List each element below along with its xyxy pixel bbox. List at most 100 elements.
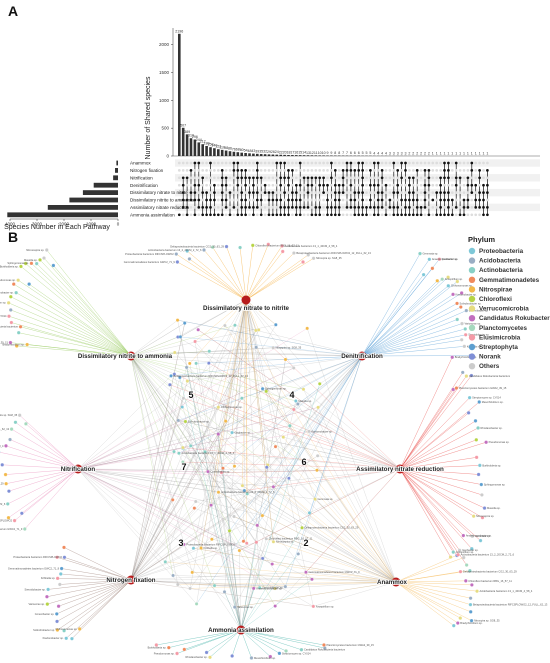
matrix-dot bbox=[252, 169, 255, 172]
matrix-dot bbox=[294, 213, 298, 217]
pathway-hub-node bbox=[126, 351, 136, 361]
matrix-dot bbox=[458, 191, 462, 194]
matrix-dot bbox=[232, 213, 236, 217]
intersection-bar bbox=[217, 149, 220, 156]
species-node bbox=[460, 321, 464, 326]
intersection-bar bbox=[201, 144, 204, 156]
matrix-dot bbox=[248, 183, 251, 187]
shared-species-node bbox=[281, 435, 285, 439]
matrix-dot bbox=[431, 169, 435, 172]
matrix-dot bbox=[447, 213, 450, 217]
matrix-dot bbox=[458, 213, 462, 217]
network-edge bbox=[399, 468, 474, 517]
matrix-dot bbox=[275, 213, 279, 217]
matrix-dot bbox=[228, 176, 232, 180]
species-label: Sphingomonas sp. bbox=[484, 482, 506, 486]
matrix-dot bbox=[232, 161, 236, 165]
pathway-hub-node bbox=[241, 295, 251, 305]
species-label: Massilia sp. bbox=[298, 399, 312, 403]
matrix-dot bbox=[197, 206, 201, 209]
matrix-dot bbox=[450, 191, 454, 194]
intersection-bar-value: 1 bbox=[440, 151, 442, 155]
species-node bbox=[59, 566, 64, 571]
matrix-dot bbox=[298, 191, 302, 194]
matrix-dot bbox=[392, 213, 396, 217]
species-label: Steroidobacter sp. bbox=[25, 587, 46, 591]
species-label: Chthonomonas sp. bbox=[451, 284, 473, 288]
intersection-bar-value: 11 bbox=[314, 151, 318, 155]
species-node bbox=[210, 245, 215, 249]
intersection-bar-value: 1 bbox=[479, 151, 481, 155]
matrix-dot bbox=[291, 191, 294, 194]
intersection-bar-value: 4 bbox=[385, 151, 387, 155]
matrix-dot bbox=[361, 213, 364, 217]
shared-species-node bbox=[241, 539, 246, 543]
matrix-dot bbox=[333, 161, 337, 165]
matrix-dot bbox=[263, 213, 267, 217]
intersection-bar-value: 18 bbox=[287, 150, 291, 154]
matrix-dot bbox=[486, 191, 489, 194]
matrix-dot bbox=[408, 161, 411, 165]
intersection-bar-value: 180 bbox=[204, 141, 210, 145]
matrix-dot bbox=[306, 198, 310, 202]
matrix-dot bbox=[232, 169, 236, 172]
intersection-bar-value: 4 bbox=[381, 151, 383, 155]
shared-edge bbox=[196, 355, 363, 605]
matrix-dot bbox=[388, 213, 392, 217]
matrix-dot bbox=[287, 206, 290, 209]
intersection-bar bbox=[197, 142, 201, 156]
matrix-dot bbox=[384, 176, 388, 180]
matrix-dot bbox=[205, 198, 208, 202]
intersection-bar bbox=[240, 152, 243, 156]
matrix-dot bbox=[322, 191, 325, 194]
pathway-hub-node bbox=[357, 351, 367, 361]
shared-edge bbox=[221, 299, 247, 473]
matrix-dot bbox=[392, 191, 396, 194]
matrix-dot bbox=[177, 191, 181, 194]
matrix-dot bbox=[454, 213, 458, 217]
shared-species-node bbox=[178, 375, 182, 380]
matrix-dot bbox=[470, 213, 474, 217]
species-node bbox=[55, 576, 60, 581]
network-edge bbox=[399, 457, 477, 470]
matrix-dot bbox=[404, 206, 407, 209]
shared-species-node bbox=[307, 429, 311, 434]
matrix-dot bbox=[185, 198, 189, 202]
network-edge bbox=[361, 346, 465, 357]
intersection-bar-value: 3 bbox=[397, 151, 399, 155]
intersection-bar-value: 1 bbox=[451, 151, 453, 155]
network-edge bbox=[399, 375, 472, 470]
species-node bbox=[8, 437, 12, 442]
matrix-dot bbox=[454, 169, 458, 172]
species-node bbox=[470, 583, 474, 587]
intersection-bar-value: 8 bbox=[338, 151, 340, 155]
matrix-dot bbox=[478, 176, 481, 180]
shared-species-node bbox=[207, 349, 211, 353]
shared-edge bbox=[130, 352, 175, 357]
matrix-dot bbox=[388, 198, 392, 202]
matrix-dot bbox=[345, 169, 349, 172]
shared-edge bbox=[130, 355, 174, 576]
shared-edge bbox=[208, 363, 242, 631]
matrix-dot bbox=[185, 176, 189, 180]
shared-edge bbox=[297, 355, 363, 405]
matrix-dot bbox=[411, 213, 415, 217]
matrix-dot bbox=[462, 176, 466, 180]
species-label: Burkholderia sp. bbox=[148, 646, 167, 650]
species-node bbox=[284, 649, 288, 653]
matrix-dot bbox=[372, 191, 376, 194]
species-node bbox=[480, 515, 485, 520]
region-number: 6 bbox=[301, 457, 306, 467]
shared-species-node bbox=[183, 419, 188, 424]
matrix-dot bbox=[470, 176, 474, 180]
matrix-dot bbox=[279, 206, 283, 209]
network-edge bbox=[61, 568, 132, 581]
matrix-dot bbox=[431, 191, 435, 194]
matrix-dot bbox=[486, 213, 489, 217]
intersection-bar-value: 296 bbox=[192, 135, 198, 139]
matrix-dot bbox=[216, 198, 220, 202]
shared-species-node bbox=[207, 361, 211, 365]
legend-swatch bbox=[468, 247, 476, 255]
matrix-dot bbox=[259, 213, 263, 217]
matrix-dot bbox=[263, 161, 267, 165]
